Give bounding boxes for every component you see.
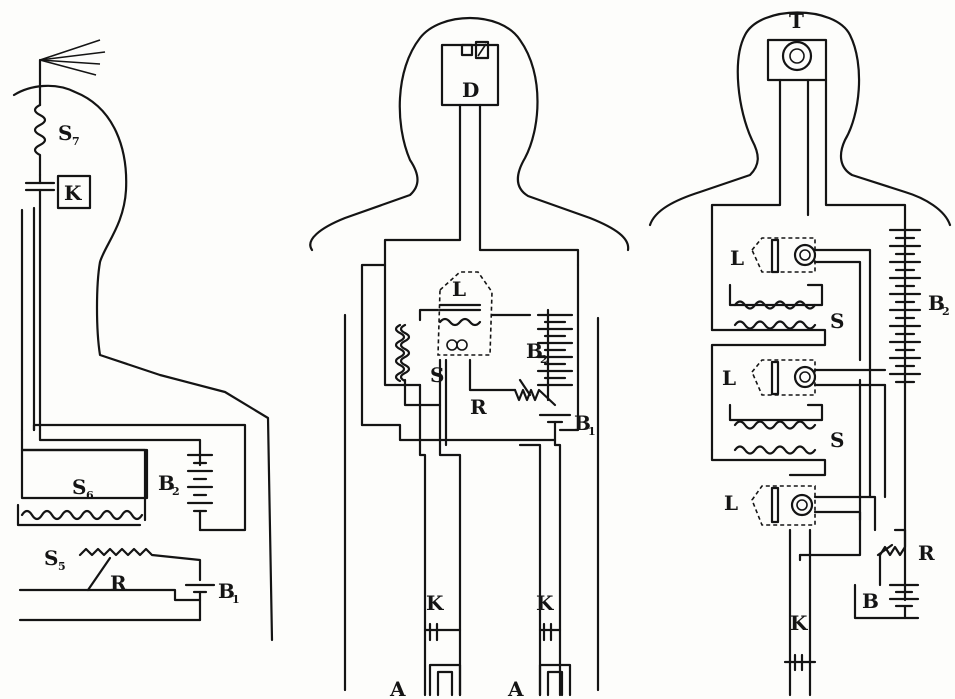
contact-k-right-fig xyxy=(783,653,817,672)
coil-s7 xyxy=(33,103,47,177)
telephone-t-icon xyxy=(766,38,828,82)
left-body-outline xyxy=(12,84,274,642)
label-b2-sub: 2 xyxy=(172,485,180,498)
battery-b2-mid xyxy=(536,308,574,402)
label-b1: B xyxy=(218,579,235,603)
label-s-mid: S xyxy=(830,428,844,452)
label-k-right: K xyxy=(536,591,554,615)
receiver-l-mid xyxy=(751,359,816,396)
battery-b1-mid xyxy=(538,413,572,447)
battery-b-right xyxy=(888,583,920,620)
rheostat-r xyxy=(86,556,112,592)
label-s5: S xyxy=(44,546,58,570)
label-b2: B xyxy=(928,291,945,315)
coil-s-mid-upper xyxy=(733,420,817,430)
left-figure: S 7 K S 6 B 2 S 5 R B 1 xyxy=(12,39,274,642)
label-k: K xyxy=(64,181,82,205)
label-k-left: K xyxy=(426,591,444,615)
label-s: S xyxy=(430,363,444,387)
label-s7: S xyxy=(58,121,72,145)
label-t: T xyxy=(789,9,804,33)
label-l-top: L xyxy=(730,246,744,270)
label-k: K xyxy=(790,611,808,635)
label-s7-sub: 7 xyxy=(72,135,80,148)
middle-body-outline xyxy=(309,16,630,692)
label-b1-sub: 1 xyxy=(232,593,240,606)
label-s5-sub: 5 xyxy=(58,560,66,573)
label-d: D xyxy=(462,78,479,102)
label-b2-sub: 2 xyxy=(942,305,950,318)
label-l-mid: L xyxy=(722,366,736,390)
label-a-left: A xyxy=(389,677,406,699)
condenser-k xyxy=(24,173,92,432)
label-s-top: S xyxy=(830,309,844,333)
contact-k-right xyxy=(538,622,562,642)
label-r: R xyxy=(918,541,935,565)
label-b2: B xyxy=(526,339,543,363)
receiver-l-bot xyxy=(751,485,816,526)
antenna-icon xyxy=(38,39,106,107)
label-s6: S xyxy=(72,475,86,499)
label-a-right: A xyxy=(507,677,524,699)
label-b: B xyxy=(862,589,879,613)
coil-s-mid-lower xyxy=(733,445,817,455)
coil-s6 xyxy=(20,509,144,521)
label-b2: B xyxy=(158,471,175,495)
electrode-a-left xyxy=(428,663,462,697)
coil-s6-box xyxy=(20,448,149,500)
middle-figure: D L S B 2 R B 1 K K A A xyxy=(309,16,630,699)
label-b1-sub: 1 xyxy=(588,425,596,438)
coil-s5 xyxy=(78,547,202,582)
label-l: L xyxy=(452,277,466,301)
battery-b2-right xyxy=(888,228,922,384)
rheostat-r-right xyxy=(878,528,907,557)
label-s6-sub: 6 xyxy=(86,489,94,502)
detector-icon xyxy=(460,40,490,60)
battery-b2 xyxy=(186,453,214,532)
right-body-outline xyxy=(648,11,952,227)
electrode-a-right xyxy=(538,663,572,697)
coil-s-top-lower xyxy=(733,320,817,330)
coil-s-top-upper xyxy=(733,300,817,310)
right-figure: T L B 2 S L S L R B K xyxy=(648,9,952,697)
battery-b1 xyxy=(184,583,216,622)
coil-s xyxy=(394,323,406,383)
label-r: R xyxy=(470,395,487,419)
label-l-bot: L xyxy=(724,491,738,515)
contact-k-left xyxy=(423,622,462,642)
label-b2-sub: 2 xyxy=(540,353,548,366)
label-b1: B xyxy=(574,411,591,435)
label-r: R xyxy=(110,571,127,595)
receiver-l-box xyxy=(437,271,493,356)
receiver-l-top xyxy=(751,237,816,273)
